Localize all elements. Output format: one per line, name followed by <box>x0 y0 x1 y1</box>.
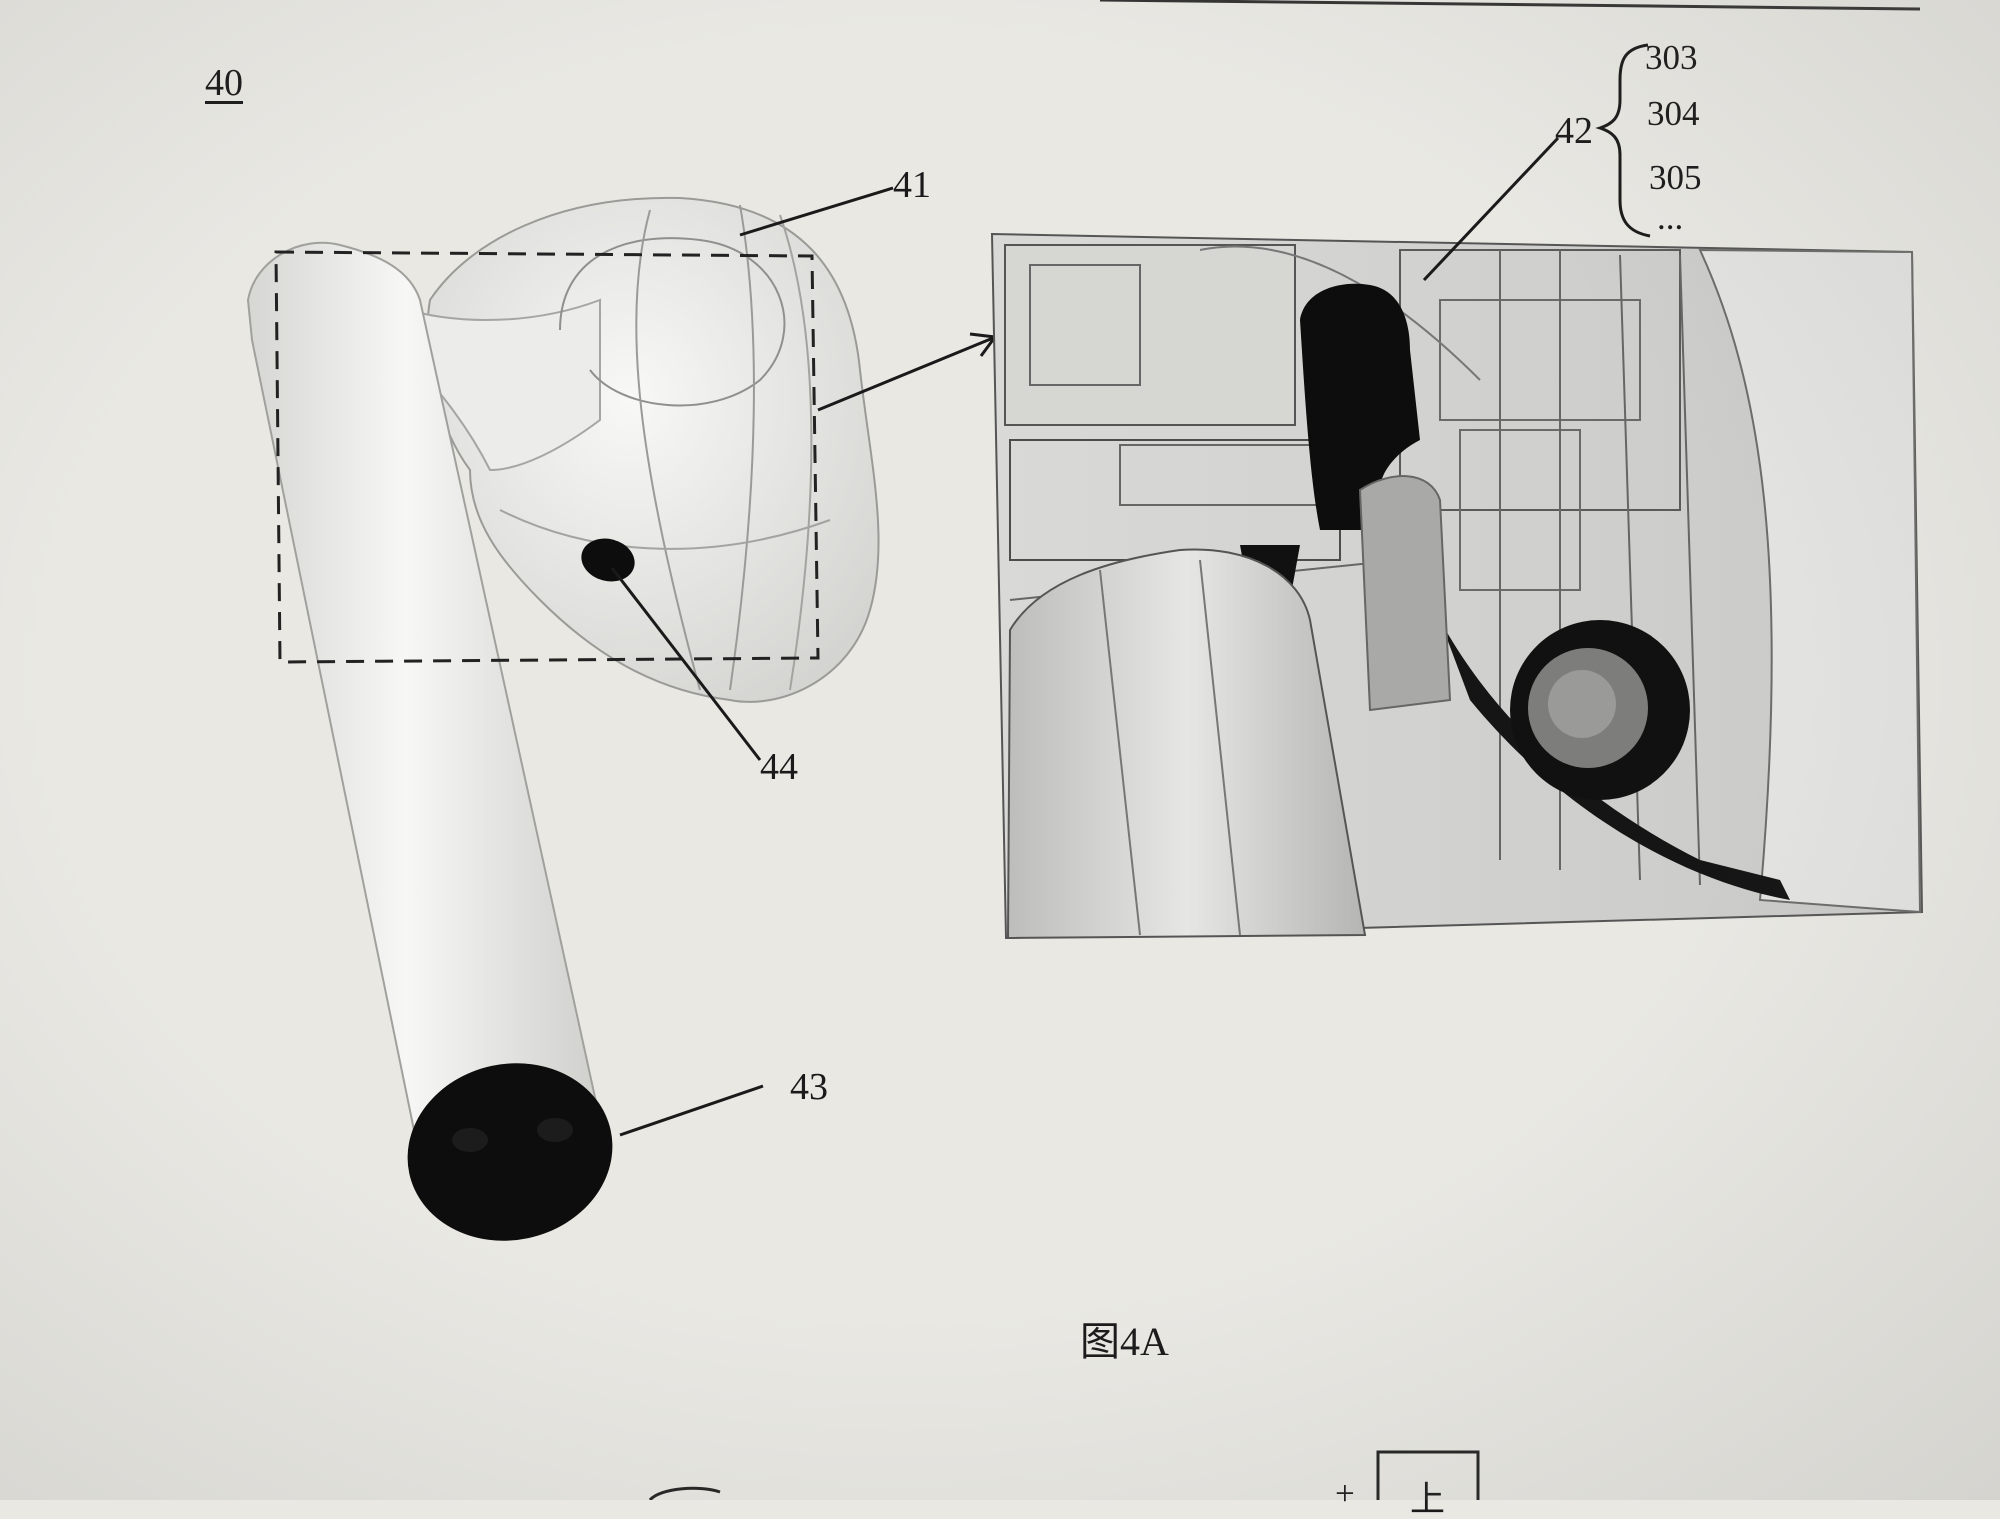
page-top-rule <box>1099 0 1921 11</box>
leader-44 <box>610 567 762 761</box>
callout-44: 44 <box>760 746 798 788</box>
figure-number-label: 40 <box>205 62 243 104</box>
callout-305: 305 <box>1649 158 1702 197</box>
earbud-neck <box>409 298 601 472</box>
figure-caption: 图4A <box>1080 1319 1169 1364</box>
stem-cross-section <box>1006 548 1367 940</box>
leader-41 <box>739 186 894 237</box>
earbud-illustration <box>246 196 880 1241</box>
detail-cross-section <box>990 232 1924 940</box>
callout-304: 304 <box>1647 94 1700 133</box>
callout-43: 43 <box>790 1066 828 1108</box>
callout-303: 303 <box>1645 38 1698 77</box>
earbud-hole-44 <box>581 538 635 582</box>
next-figure-partial <box>648 1450 1480 1500</box>
callout-42: 42 <box>1555 110 1593 152</box>
callout-more: ... <box>1657 198 1684 237</box>
earbud-tip-43 <box>407 1063 613 1241</box>
layers-brace <box>1595 43 1651 238</box>
partial-plus-sign: + <box>1335 1474 1355 1513</box>
leader-42 <box>1422 136 1560 282</box>
sensor-stack-42 <box>1300 283 1420 530</box>
region-dashed-box <box>274 250 820 664</box>
zoom-arrow <box>817 332 997 412</box>
leader-43 <box>619 1084 764 1137</box>
callout-41: 41 <box>893 164 931 206</box>
